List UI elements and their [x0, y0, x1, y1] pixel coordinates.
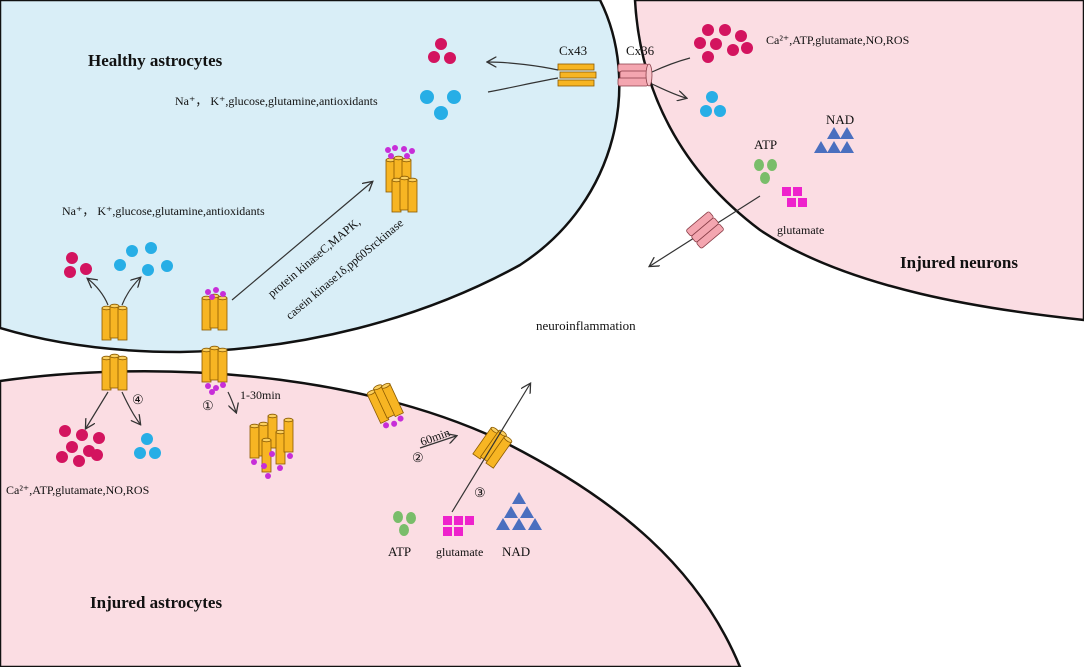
- nad-triangles-astro: [496, 492, 542, 530]
- internalization-arrow: [227, 391, 236, 412]
- glutamate-squares-astro: [443, 516, 474, 536]
- red-dots-top: [428, 38, 456, 64]
- injured-astrocyte-cell: [0, 370, 742, 667]
- left-connexon-upper: [102, 304, 127, 340]
- step-4-marker: ④: [132, 392, 144, 407]
- phospho-connexon-lower: [202, 346, 227, 395]
- red-dots-left: [64, 252, 92, 278]
- healthy-astrocytes-title: Healthy astrocytes: [88, 51, 223, 70]
- red-dots-release: [56, 425, 105, 467]
- nad-triangles-neuron: [814, 127, 854, 153]
- time-2-arrow: [419, 436, 456, 449]
- neuron-release-label: Ca²⁺,ATP,glutamate,NO,ROS: [766, 33, 909, 47]
- cx43-hemichannel: [557, 63, 597, 87]
- blue-dots-left: [114, 242, 173, 276]
- left-release-arrow-blue: [121, 391, 140, 424]
- phospho-connexon-upper: [202, 287, 227, 330]
- healthy-exchange-top-label: Na⁺， K⁺,glucose,glutamine,antioxidants: [175, 94, 378, 108]
- atp-dots-neuron: [754, 159, 777, 184]
- step-1-marker: ①: [202, 398, 214, 413]
- astro-release-label: Ca²⁺,ATP,glutamate,NO,ROS: [6, 483, 149, 497]
- internalized-connexons: [249, 413, 294, 479]
- neuron-hemichannel: [685, 210, 725, 250]
- blue-dots-release: [134, 433, 161, 459]
- astro-glutamate-label: glutamate: [436, 545, 483, 559]
- hemichannel-release-arrow: [451, 384, 530, 513]
- cx36-hemichannel: [617, 63, 653, 87]
- blue-dots-top: [420, 90, 461, 120]
- left-out-arrow-red: [88, 279, 109, 306]
- cx43-label: Cx43: [559, 43, 587, 58]
- step-2-marker: ②: [412, 450, 424, 465]
- injured-astrocytes-title: Injured astrocytes: [90, 593, 222, 612]
- left-connexon-lower: [102, 354, 127, 390]
- injured-neurons-title: Injured neurons: [900, 253, 1018, 272]
- cx36-out-arrow: [651, 57, 691, 73]
- healthy-astrocyte-cell: [0, 0, 621, 354]
- cx36-label: Cx36: [626, 43, 655, 58]
- blue-dots-neuron: [700, 91, 726, 117]
- red-dots-neuron: [694, 24, 753, 63]
- glutamate-squares-neuron: [782, 187, 807, 207]
- injured-neuron-cell: [633, 0, 1084, 322]
- neuroinflammation-label: neuroinflammation: [536, 318, 636, 333]
- left-out-arrow-blue: [121, 278, 140, 306]
- time-1-label: 1-30min: [240, 388, 281, 402]
- cx36-in-arrow: [651, 83, 686, 98]
- cx43-in-arrow: [487, 77, 559, 93]
- astro-atp-label: ATP: [388, 544, 411, 559]
- phospho-connexon-healthy: [385, 145, 417, 212]
- neuron-nad-label: NAD: [826, 112, 854, 127]
- neuron-glutamate-label: glutamate: [777, 223, 824, 237]
- healthy-exchange-left-label: Na⁺， K⁺,glucose,glutamine,antioxidants: [62, 204, 265, 218]
- kinase-arrow: [231, 182, 372, 301]
- neuron-atp-label: ATP: [754, 137, 777, 152]
- left-release-arrow-red: [86, 391, 109, 428]
- astro-nad-label: NAD: [502, 544, 530, 559]
- cx43-out-arrow: [488, 62, 559, 71]
- tilted-connexon: [366, 380, 404, 429]
- atp-dots-astro: [393, 511, 416, 536]
- step-3-marker: ③: [474, 485, 486, 500]
